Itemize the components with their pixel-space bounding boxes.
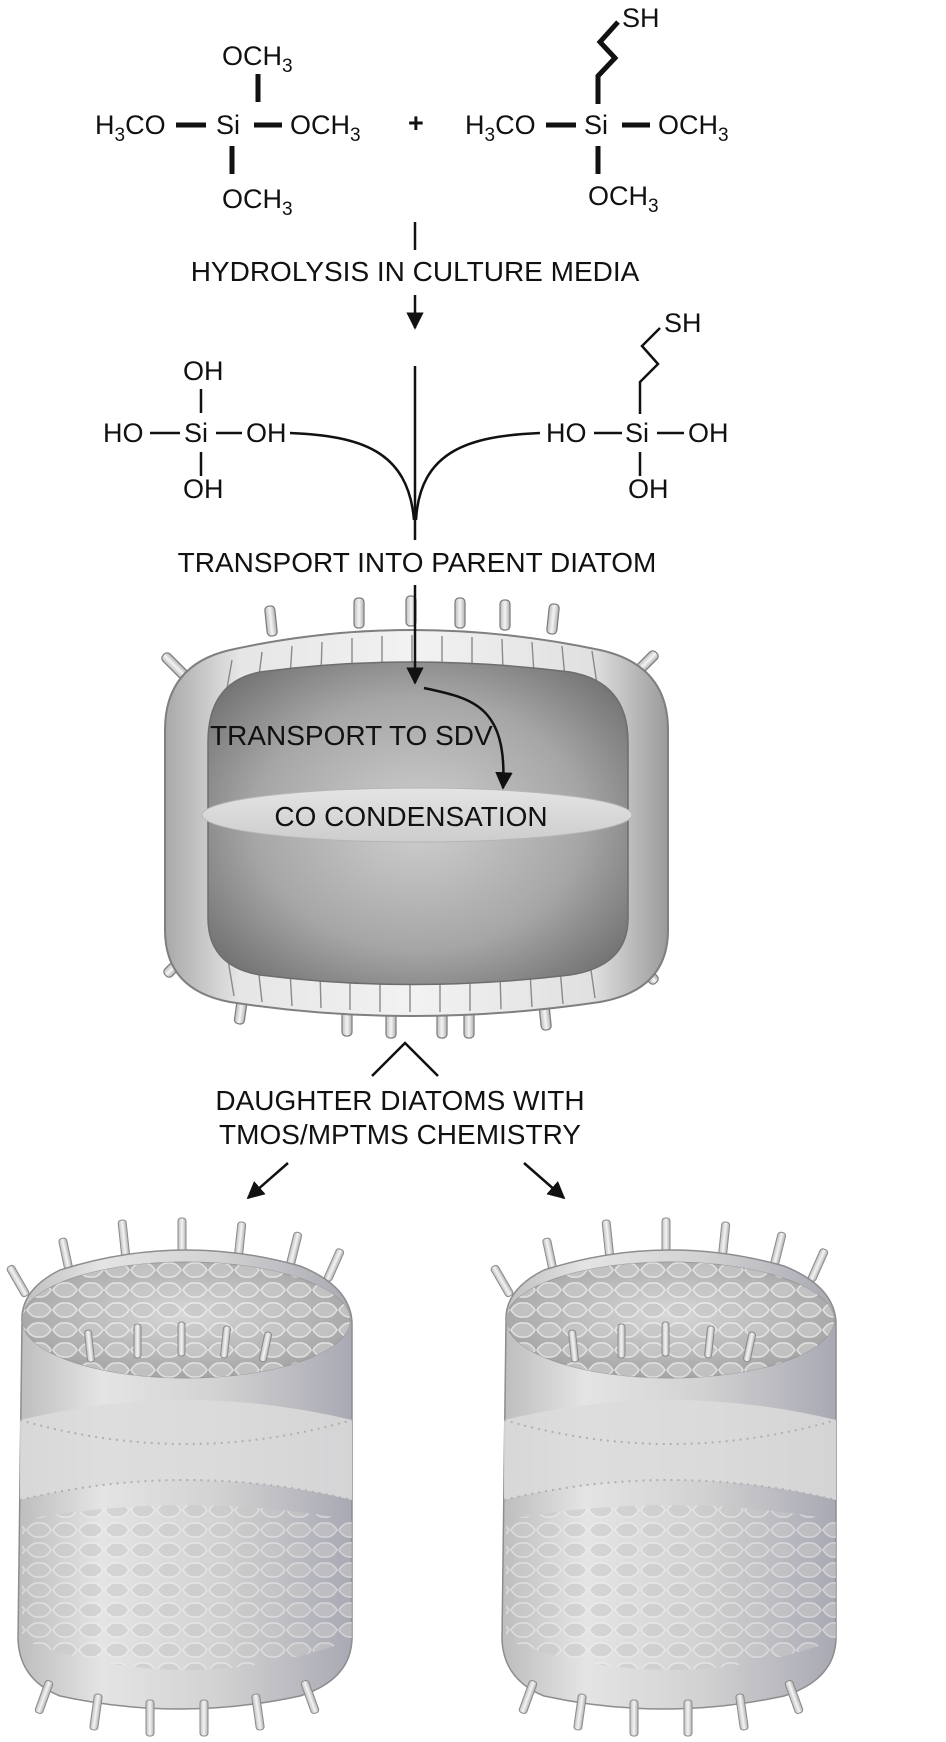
tmos-bottom-group: OCH3 xyxy=(222,184,293,220)
thiol-silanol-converge-curve xyxy=(414,431,541,521)
transport-sdv-label: TRANSPORT TO SDV xyxy=(210,720,493,751)
tmos-top-group: OCH3 xyxy=(222,41,293,77)
tmos-molecule: OCH3 H3CO Si OCH3 OCH3 xyxy=(95,41,361,220)
mptms-right-group: OCH3 xyxy=(658,110,729,146)
silicic-acid-converge-curve xyxy=(289,431,416,521)
transport-sdv-arrow xyxy=(423,686,513,790)
daughter-diatom-left-inner-spines xyxy=(84,1321,272,1363)
mptms-left-group: H3CO xyxy=(465,110,536,146)
tmos-silicon: Si xyxy=(216,110,240,140)
silicic-acid-left-ho: HO xyxy=(103,418,144,448)
daughter-diatom-left-lower-mesh xyxy=(22,1505,352,1670)
daughter-diatom-left-bottom-spines xyxy=(34,1680,320,1737)
mptms-propyl-chain xyxy=(595,20,620,104)
mptms-silicon: Si xyxy=(584,110,608,140)
thiol-silanol-molecule: SH HO Si OH OH xyxy=(546,308,729,504)
daughter-diatom-right-lower-mesh xyxy=(506,1505,836,1670)
thiol-silanol-chain xyxy=(638,327,661,414)
tmos-right-group: OCH3 xyxy=(290,110,361,146)
division-caret xyxy=(371,1041,439,1077)
daughter-diatom-right-spines xyxy=(490,1217,829,1298)
silicic-acid-bottom-oh: OH xyxy=(183,474,224,504)
silicic-acid-silicon: Si xyxy=(184,418,208,448)
mptms-bottom-group: OCH3 xyxy=(588,181,659,217)
daughter-diatom-right xyxy=(490,1217,837,1737)
daughter-label-line-2: TMOS/MPTMS CHEMISTRY xyxy=(219,1119,581,1150)
silicic-acid-right-oh: OH xyxy=(246,418,287,448)
parent-diatom xyxy=(161,595,669,1039)
thiol-silanol-silicon: Si xyxy=(625,418,649,448)
condensation-label: CO CONDENSATION xyxy=(274,801,547,832)
thiol-silanol-right-oh: OH xyxy=(688,418,729,448)
daughter-arrow-right xyxy=(523,1162,566,1200)
silicic-acid-top-oh: OH xyxy=(183,356,224,386)
tmos-left-group: H3CO xyxy=(95,110,166,146)
transport-parent-label: TRANSPORT INTO PARENT DIATOM xyxy=(178,547,657,578)
daughter-diatom-left xyxy=(6,1217,353,1737)
thiol-silanol-sh: SH xyxy=(664,308,702,338)
daughter-diatom-right-inner-spines xyxy=(568,1321,756,1363)
mptms-molecule: SH H3CO Si OCH3 OCH3 xyxy=(465,3,729,217)
daughter-diatom-left-girdle xyxy=(20,1400,352,1500)
parent-diatom-top-spines xyxy=(161,595,659,680)
silicic-acid-molecule: OH HO Si OH OH xyxy=(103,356,287,504)
daughter-diatom-left-spines xyxy=(6,1217,345,1298)
sdv-condensation-band xyxy=(201,787,633,843)
hydrolysis-label: HYDROLYSIS IN CULTURE MEDIA xyxy=(191,256,640,287)
daughter-diatom-right-girdle xyxy=(504,1400,836,1500)
mptms-thiol-group: SH xyxy=(622,3,660,33)
daughter-arrow-left xyxy=(246,1162,289,1200)
plus-sign: + xyxy=(408,108,424,138)
daughter-label-line-1: DAUGHTER DIATOMS WITH xyxy=(215,1085,584,1116)
thiol-silanol-bottom-oh: OH xyxy=(628,474,669,504)
thiol-silanol-left-ho: HO xyxy=(546,418,587,448)
daughter-diatom-right-bottom-spines xyxy=(518,1680,804,1737)
